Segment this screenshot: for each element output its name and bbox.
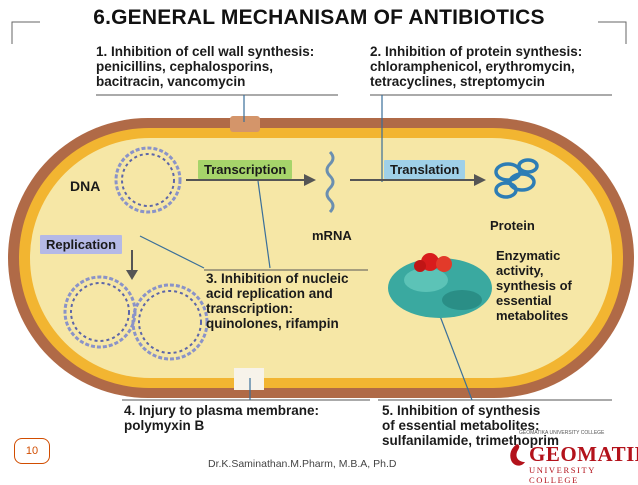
- enzymatic-line-4: essential: [496, 293, 552, 308]
- slide-title: 6.GENERAL MECHANISAM OF ANTIBIOTICS: [93, 6, 545, 29]
- callout-4-line-1: 4. Injury to plasma membrane:: [124, 403, 320, 418]
- enzyme-icon: [388, 253, 492, 318]
- mrna-icon: [325, 150, 335, 214]
- callout-2-line-1: 2. Inhibition of protein synthesis:: [370, 44, 583, 59]
- callout-protein-synthesis-inhibition: 2. Inhibition of protein synthesis: chlo…: [370, 44, 582, 89]
- callout-2-line-2: chloramphenicol, erythromycin,: [370, 59, 575, 74]
- author-credit: Dr.K.Saminathan.M.Pharm, M.B.A, Ph.D: [208, 458, 397, 470]
- callout-3-line-4: quinolones, rifampin: [206, 316, 339, 331]
- geomatika-logo-icon: [510, 444, 525, 466]
- callout-4-line-2: polymyxin B: [124, 418, 205, 433]
- enzymatic-activity-label: Enzymatic activity, synthesis of essenti…: [496, 248, 572, 323]
- callout-5-line-2: of essential metabolites:: [382, 418, 540, 433]
- dna-circle-icon: [114, 146, 182, 214]
- brand-name: GEOMATIKA: [529, 442, 638, 466]
- membrane-damage: [234, 368, 264, 390]
- callout-essential-metabolites-inhibition: 5. Inhibition of synthesis of essential …: [382, 403, 559, 448]
- callout-1-line-3: bacitracin, vancomycin: [96, 74, 246, 89]
- brand-small-text: GEOMATIKA UNIVERSITY COLLEGE: [519, 430, 605, 436]
- replication-label: Replication: [40, 235, 123, 254]
- protein-icon: [494, 158, 539, 199]
- replicated-dna-icon: [63, 275, 209, 361]
- protein-label: Protein: [490, 218, 535, 233]
- callout-3-line-3: transcription:: [206, 301, 294, 316]
- enzymatic-line-2: activity,: [496, 263, 544, 278]
- brand-subtitle: UNIVERSITY COLLEGE: [529, 465, 596, 485]
- callout-5-line-3: sulfanilamide, trimethoprim: [382, 433, 560, 448]
- cell-wall-damage: [230, 116, 260, 132]
- callout-2-line-3: tetracyclines, streptomycin: [370, 74, 545, 89]
- callout-1-line-1: 1. Inhibition of cell wall synthesis:: [96, 44, 315, 59]
- translation-label: Translation: [384, 160, 466, 179]
- dna-label: DNA: [70, 178, 101, 194]
- callout-nucleic-acid-inhibition: 3. Inhibition of nucleic acid replicatio…: [206, 271, 349, 331]
- callout-3-line-2: acid replication and: [206, 286, 333, 301]
- callout-3-line-1: 3. Inhibition of nucleic: [206, 271, 349, 286]
- geomatika-logo: GEOMATIKA UNIVERSITY COLLEGE GEOMATIKA U…: [507, 430, 638, 485]
- callout-plasma-membrane-injury: 4. Injury to plasma membrane: polymyxin …: [124, 403, 319, 433]
- transcription-label: Transcription: [198, 160, 293, 179]
- page-number: 10: [14, 438, 50, 464]
- enzymatic-line-3: synthesis of: [496, 278, 572, 293]
- enzymatic-line-5: metabolites: [496, 308, 569, 323]
- enzymatic-line-1: Enzymatic: [496, 248, 561, 263]
- mrna-label: mRNA: [312, 228, 352, 243]
- callout-1-line-2: penicillins, cephalosporins,: [96, 59, 274, 74]
- callout-5-line-1: 5. Inhibition of synthesis: [382, 403, 541, 418]
- callout-cell-wall-inhibition: 1. Inhibition of cell wall synthesis: pe…: [96, 44, 314, 89]
